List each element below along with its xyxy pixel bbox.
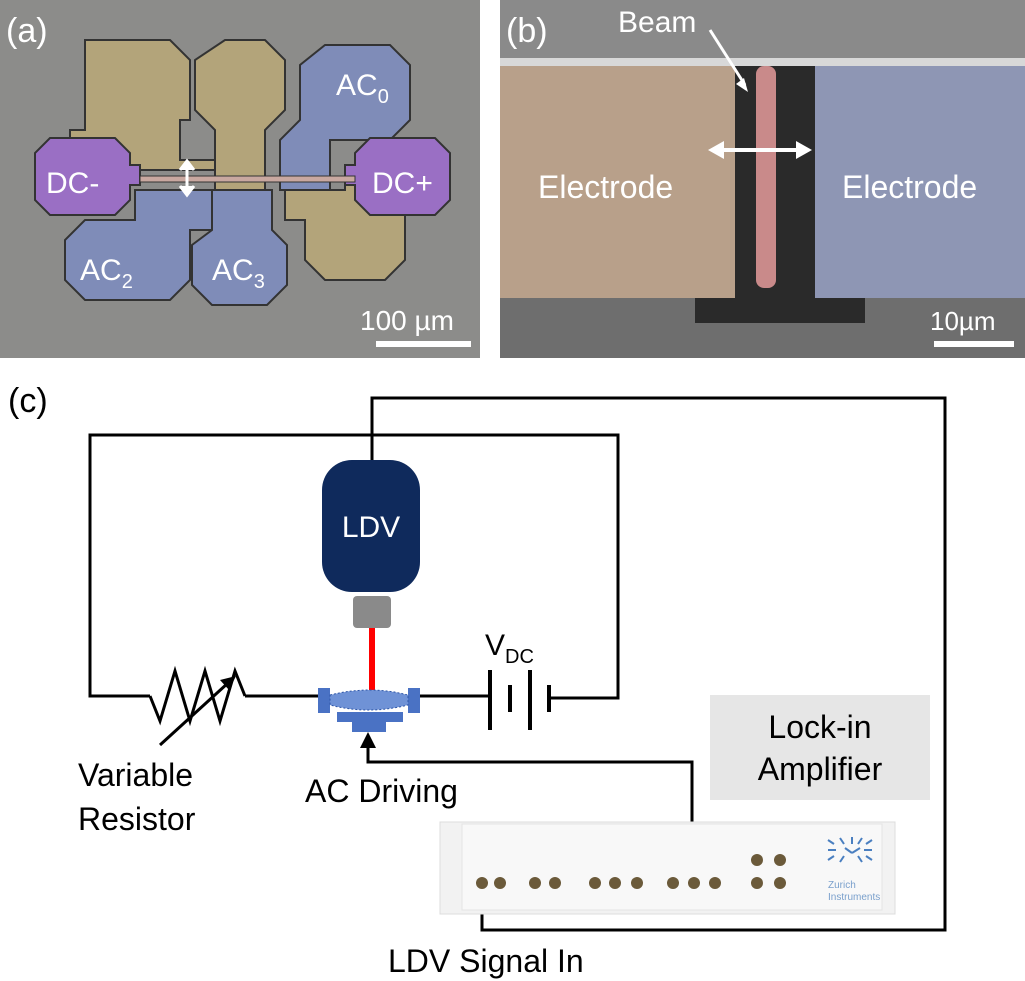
beam-label: Beam <box>618 6 696 39</box>
instrument-brand-1: Zurich <box>828 880 856 891</box>
panel-label-c: (c) <box>8 382 48 420</box>
lockin-instrument: Zurich Instruments <box>439 821 896 915</box>
scale-bar-label-a: 100 µm <box>360 305 454 336</box>
pad-blue-ac3 <box>191 189 288 306</box>
label-ac3: AC3 <box>212 254 265 293</box>
pad-purple-dc-plus <box>344 137 451 216</box>
battery-vdc <box>488 670 551 730</box>
vdc-label: VDC <box>485 629 534 668</box>
label-dc-plus: DC+ <box>372 167 433 200</box>
label-dc-minus: DC- <box>46 167 99 200</box>
panel-label-a: (a) <box>6 12 48 50</box>
ldv-signal-in-label: LDV Signal In <box>388 943 584 979</box>
label-ac2: AC2 <box>80 254 133 293</box>
mems-device <box>318 688 420 732</box>
variable-resistor-label-2: Resistor <box>78 801 196 837</box>
ldv-lens <box>353 596 391 628</box>
instrument-brand-2: Instruments <box>828 892 880 903</box>
wire-ac-driving <box>366 748 694 872</box>
electrode-left-label: Electrode <box>538 169 673 205</box>
electrode-right-label: Electrode <box>842 169 977 205</box>
wire-inner-loop <box>88 433 620 700</box>
ldv-label: LDV <box>342 511 400 544</box>
lockin-label-box <box>710 695 930 800</box>
pad-blue-ac0 <box>279 44 411 191</box>
pad-purple-dc-minus <box>34 137 141 216</box>
scale-bar-label-b: 10µm <box>930 306 996 336</box>
scale-bar-a <box>376 341 471 347</box>
electrode-right <box>815 66 1025 298</box>
ac-driving-label: AC Driving <box>305 773 458 809</box>
panel-label-b: (b) <box>506 12 548 50</box>
beam-pointer-arrow <box>708 29 747 86</box>
ldv-head <box>322 460 420 592</box>
electrode-left <box>500 66 735 298</box>
variable-resistor-label-1: Variable <box>78 757 193 793</box>
lockin-label-1: Lock-in <box>768 709 871 745</box>
panel-b: (b) Beam Electrode Electrode 10µm <box>500 0 1025 358</box>
lockin-label-2: Amplifier <box>758 751 883 787</box>
beam-sem <box>756 66 776 288</box>
zi-logo <box>827 837 873 863</box>
laser-beam <box>369 628 375 690</box>
wire-outer-loop <box>370 396 947 932</box>
trench <box>695 66 865 323</box>
panel-c: (c) VDC LDV <box>8 382 947 979</box>
beam <box>139 175 356 183</box>
vibration-arrow <box>178 158 196 198</box>
label-ac0: AC0 <box>336 69 389 108</box>
scale-bar-b <box>934 341 1014 347</box>
panel-a: (a) DC- DC+ AC0 AC2 AC3 100 µm <box>0 0 480 358</box>
bnc-connectors <box>476 854 786 889</box>
